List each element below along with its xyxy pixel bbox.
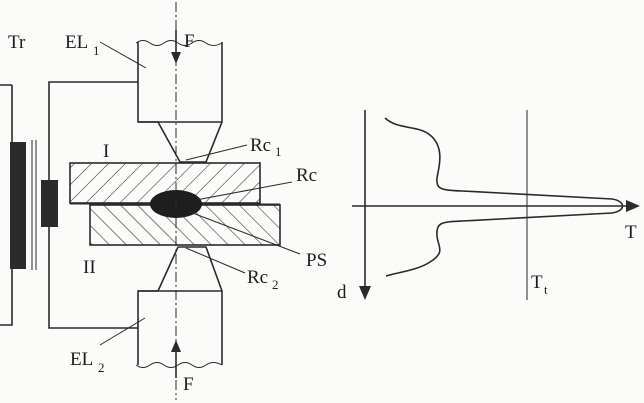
- depth-axis-label: d: [337, 282, 347, 303]
- leader-rc: [195, 181, 293, 201]
- leader-ps: [189, 211, 301, 255]
- electrode-bottom: [135, 246, 223, 368]
- leader-el2: [99, 317, 146, 346]
- temperature-profile-curve: [384, 117, 624, 277]
- leader-el1: [99, 41, 147, 69]
- electrode-top-label: EL: [65, 32, 88, 53]
- force-bottom-label: F: [183, 374, 194, 395]
- electrode-bottom-body: [137, 246, 223, 365]
- secondary-wire-top: [48, 81, 138, 180]
- electrode-bottom-label: EL: [70, 349, 93, 370]
- contact-mid-label: Rc: [296, 165, 317, 186]
- contact-bottom-label: Rc: [247, 267, 268, 288]
- sheet-top-label: I: [103, 141, 109, 162]
- force-arrow-bottom: [171, 340, 181, 378]
- temperature-axis-arrow: [626, 200, 640, 212]
- electrode-top-subscript: 1: [93, 43, 100, 58]
- force-arrow-top: [171, 30, 181, 64]
- transformer-label: Tr: [8, 32, 26, 53]
- secondary-wire-bottom: [48, 227, 138, 329]
- force-top-label: F: [184, 31, 195, 52]
- contact-top-subscript: 1: [275, 144, 282, 159]
- nugget-label: PS: [306, 250, 327, 271]
- electrode-top: [135, 40, 223, 163]
- temperature-axis-label: T: [625, 222, 637, 243]
- depth-axis-arrow: [359, 286, 371, 300]
- electrode-top-body: [137, 42, 223, 163]
- contact-bottom-subscript: 2: [272, 277, 279, 292]
- primary-coil: [10, 142, 26, 269]
- electrode-top-break: [135, 40, 223, 46]
- leader-rc1: [185, 144, 248, 161]
- transformer: [0, 84, 58, 326]
- contact-top-label: Rc: [250, 135, 271, 156]
- electrode-bottom-break: [135, 362, 223, 368]
- secondary-coil: [41, 180, 58, 227]
- temperature-graph: d T T t: [337, 110, 640, 303]
- melting-temperature-subscript: t: [544, 282, 548, 297]
- leader-rc2: [185, 247, 246, 274]
- electrode-bottom-subscript: 2: [98, 360, 105, 375]
- melting-temperature-label: T: [531, 272, 543, 293]
- sheet-bottom-label: II: [83, 257, 96, 278]
